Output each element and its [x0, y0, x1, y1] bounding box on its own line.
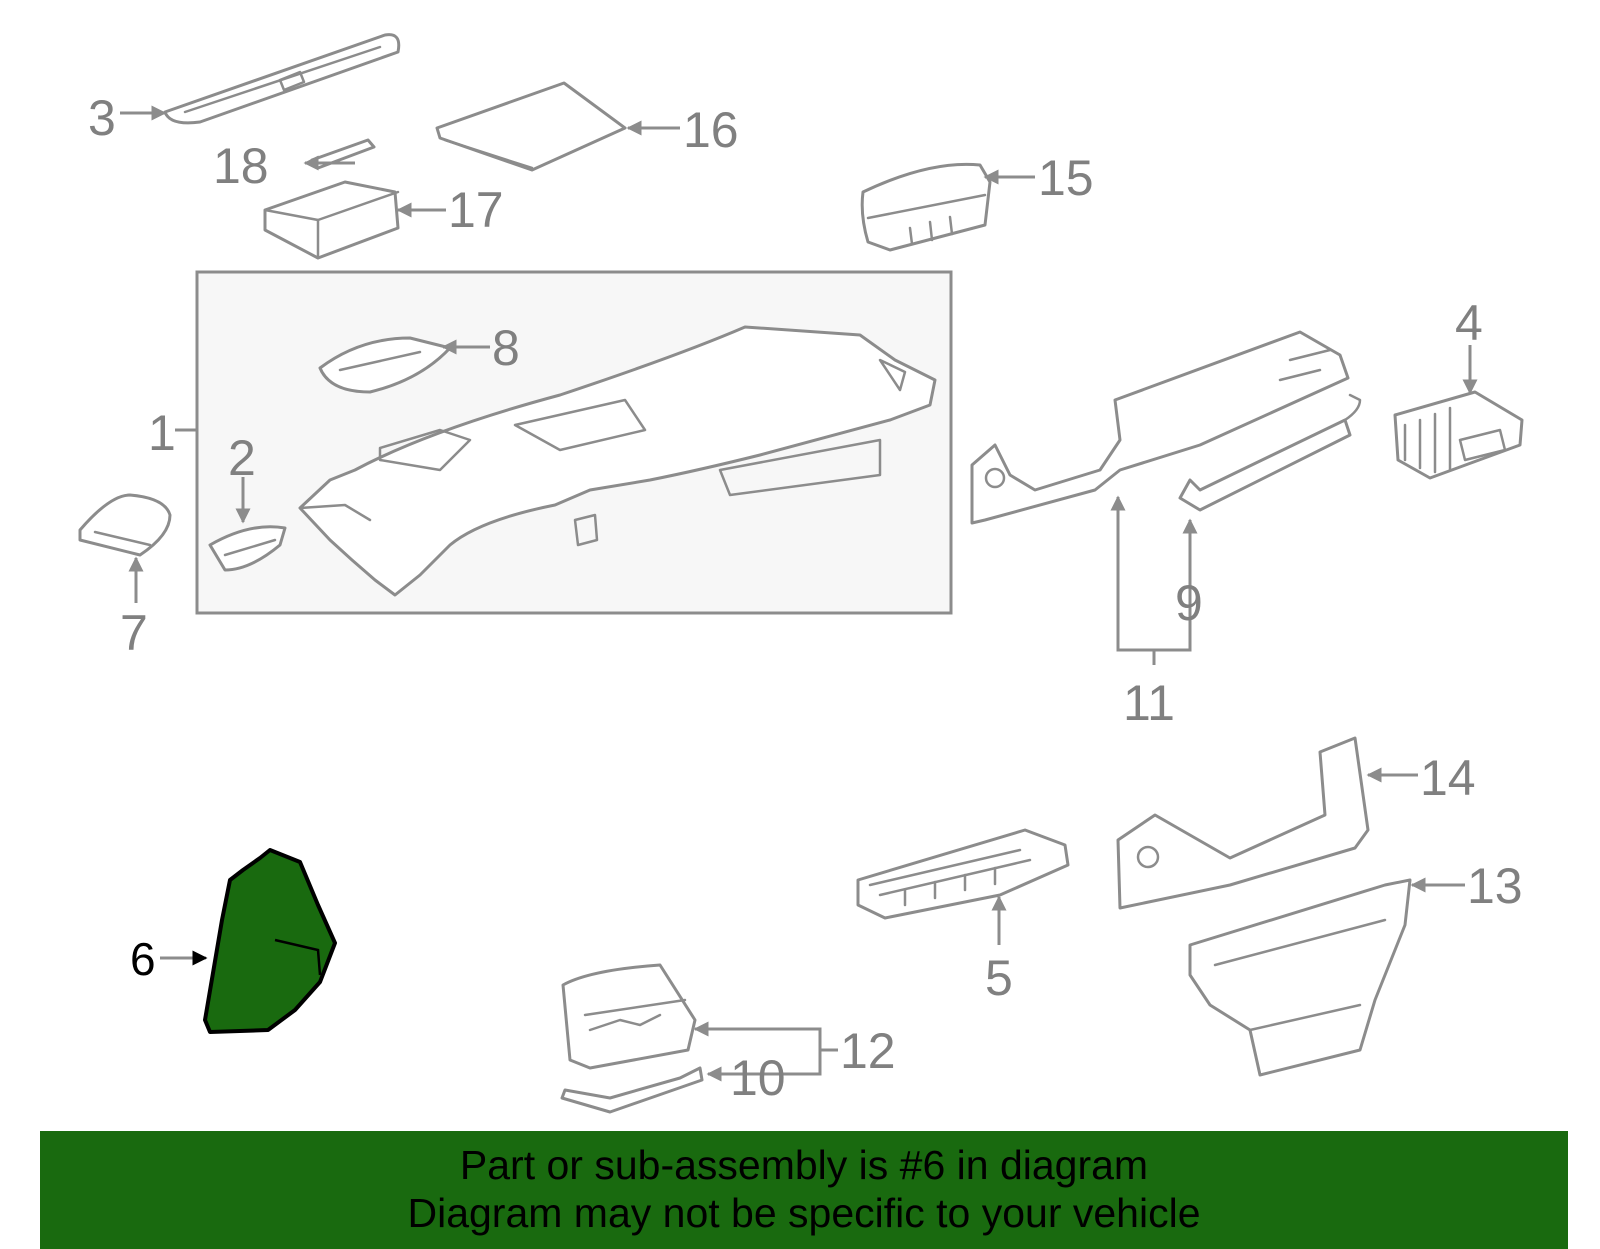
- callout-1: 1: [148, 405, 176, 461]
- callout-3: 3: [88, 90, 116, 146]
- part-4-vent: [1393, 390, 1524, 480]
- leader-lines: [120, 105, 1478, 1082]
- callout-13: 13: [1467, 858, 1523, 914]
- callout-9: 9: [1175, 575, 1203, 631]
- part-16-panel: [435, 81, 627, 172]
- part-14-trim: [1116, 736, 1370, 910]
- callout-8: 8: [492, 320, 520, 376]
- callout-18: 18: [213, 138, 269, 194]
- part-9-striker: [1178, 393, 1362, 512]
- callout-11: 11: [1123, 675, 1175, 731]
- part-12-bin: [561, 963, 697, 1070]
- callout-4: 4: [1455, 295, 1483, 351]
- part-3-trim-strip: [163, 33, 401, 125]
- part-10-bracket: [560, 1066, 704, 1114]
- callout-5: 5: [985, 950, 1013, 1006]
- part-1-instrument-panel: [298, 325, 937, 597]
- part-13-bezel: [1188, 878, 1412, 1077]
- part-5-vent: [856, 828, 1070, 920]
- part-7-bezel: [78, 493, 172, 557]
- callout-numbers: 3 16 18 17 15 8 1 2 7 4 9 11 14 13 5 12 …: [88, 90, 1523, 1106]
- part-11-glovebox-assembly: [970, 330, 1350, 525]
- callout-7: 7: [120, 605, 148, 661]
- banner-line-1: Part or sub-assembly is #6 in diagram: [459, 1142, 1149, 1188]
- callout-2: 2: [228, 430, 256, 486]
- callout-6: 6: [130, 933, 156, 985]
- part-2-vent: [208, 525, 287, 572]
- part-15-switch: [860, 162, 992, 252]
- callout-12: 12: [840, 1023, 896, 1079]
- callout-10: 10: [730, 1050, 786, 1106]
- callout-15: 15: [1038, 150, 1094, 206]
- part-17-box: [263, 180, 400, 260]
- callout-14: 14: [1420, 750, 1476, 806]
- banner-line-2: Diagram may not be specific to your vehi…: [407, 1190, 1201, 1236]
- part-6-highlighted[interactable]: [203, 848, 337, 1034]
- callout-16: 16: [683, 102, 739, 158]
- info-banner: Part or sub-assembly is #6 in diagram Di…: [40, 1131, 1568, 1249]
- callout-17: 17: [448, 182, 504, 238]
- part-8-cap: [318, 336, 452, 394]
